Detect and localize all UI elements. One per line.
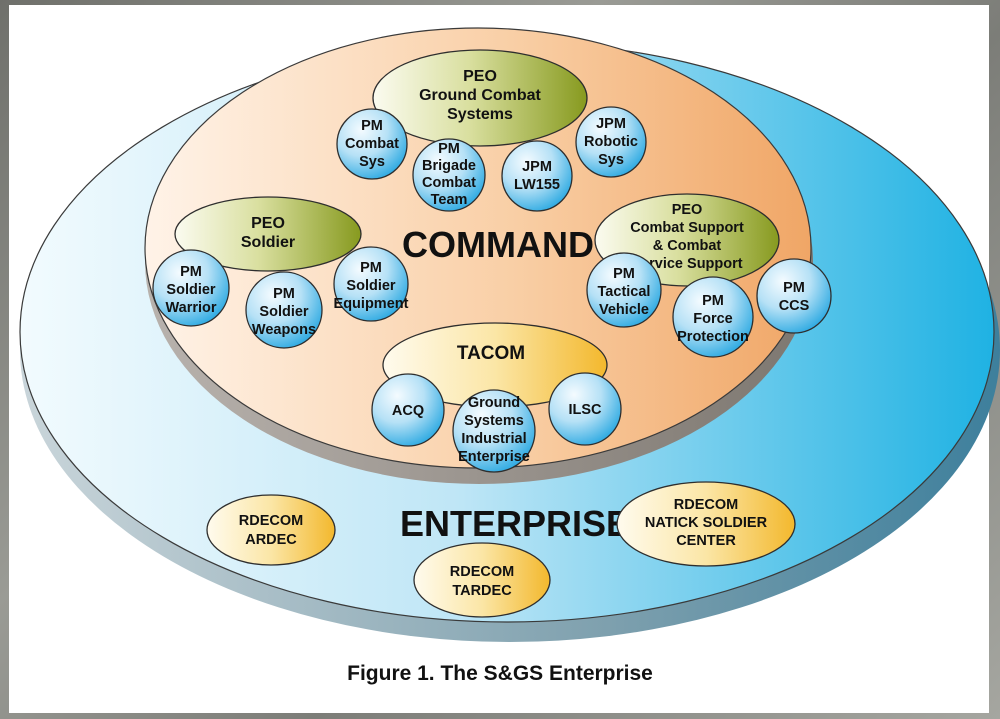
pm-bct-label-4: Team [431, 192, 468, 208]
rdecom-tardec-ellipse [413, 542, 551, 618]
pm-bct-label-1: PM [438, 141, 460, 157]
pm-se-label-3: Equipment [334, 296, 409, 312]
acq-circle [371, 373, 445, 447]
pm-fp-label-3: Protection [677, 329, 749, 345]
rdecom-ardec-label-1: RDECOM [239, 513, 303, 529]
peo-ground-combat-systems-ellipse [372, 49, 588, 147]
jpm-lw155-circle [501, 140, 573, 212]
rdecom-group: RDECOM ARDEC RDECOM TARDEC RDECOM NATICK… [206, 481, 796, 618]
pm-swp-label-1: PM [273, 286, 295, 302]
pm-ccs-circle [756, 258, 832, 334]
pm-tv-label-1: PM [613, 266, 635, 282]
pm-bct-label-2: Brigade [422, 158, 476, 174]
figure-caption: Figure 1. The S&GS Enterprise [347, 662, 653, 685]
command-label: COMMAND [402, 224, 594, 265]
peo-ground-combat-systems-group: PEO Ground Combat Systems PM Combat Sys … [336, 49, 647, 212]
gsie-label-1: Ground [468, 395, 520, 411]
jpm-lw155-label-1: JPM [522, 159, 552, 175]
pm-tv-label-2: Tactical [598, 284, 651, 300]
gsie-label-3: Industrial [461, 431, 526, 447]
peo-cscss-label-1: PEO [672, 202, 703, 218]
peo-soldier-ellipse [174, 196, 362, 272]
ground-systems-industrial-enterprise-circle [452, 389, 536, 473]
pm-tactical-vehicle-circle [586, 252, 662, 328]
pm-ccs-label-1: PM [783, 280, 805, 296]
pm-bct-label-3: Combat [422, 175, 476, 191]
enterprise-label: ENTERPRISE [400, 503, 630, 544]
peo-gcs-label-2: Ground Combat [419, 87, 541, 104]
peo-soldier-group: PEO Soldier PM Soldier Warrior PM Soldie… [152, 196, 409, 349]
tacom-label: TACOM [457, 343, 525, 364]
pm-soldier-equipment-circle [333, 246, 409, 322]
rdecom-natick-ellipse [616, 481, 796, 567]
rdecom-tardec-label-1: RDECOM [450, 564, 514, 580]
jpm-robotic-sys-circle [575, 106, 647, 178]
ilsc-circle [548, 372, 622, 446]
pm-se-label-2: Soldier [346, 278, 396, 294]
jpm-robotic-label-2: Robotic [584, 134, 638, 150]
rdecom-tardec-label-2: TARDEC [452, 583, 512, 599]
gsie-label-4: Enterprise [458, 449, 530, 465]
pm-force-protection-circle [672, 276, 754, 358]
jpm-robotic-label-3: Sys [598, 152, 624, 168]
rdecom-natick-label-3: CENTER [676, 533, 736, 549]
pm-sw-label-2: Soldier [166, 282, 216, 298]
pm-combat-sys-label-2: Combat [345, 136, 399, 152]
pm-fp-label-1: PM [702, 293, 724, 309]
pm-soldier-warrior-circle [152, 249, 230, 327]
pm-tv-label-3: Vehicle [599, 302, 649, 318]
jpm-lw155-label-2: LW155 [514, 177, 560, 193]
pm-fp-label-2: Force [693, 311, 733, 327]
tacom-group: TACOM ACQ Ground Systems Industrial Ente… [371, 322, 622, 473]
pm-combat-sys-circle [336, 108, 408, 180]
pm-sw-label-1: PM [180, 264, 202, 280]
pm-sw-label-3: Warrior [165, 300, 216, 316]
gsie-label-2: Systems [464, 413, 524, 429]
pm-ccs-label-2: CCS [779, 298, 810, 314]
peo-soldier-label-2: Soldier [241, 234, 295, 251]
peo-gcs-label-1: PEO [463, 68, 497, 85]
peo-cscss-label-3: & Combat [653, 238, 722, 254]
jpm-robotic-label-1: JPM [596, 116, 626, 132]
pm-combat-sys-label-3: Sys [359, 154, 385, 170]
pm-se-label-1: PM [360, 260, 382, 276]
peo-cscss-group: PEO Combat Support & Combat Service Supp… [586, 193, 832, 358]
pm-soldier-weapons-circle [245, 271, 323, 349]
pm-swp-label-2: Soldier [259, 304, 309, 320]
peo-cscss-label-4: Service Support [631, 256, 742, 272]
peo-soldier-label-1: PEO [251, 215, 285, 232]
pm-combat-sys-label-1: PM [361, 118, 383, 134]
peo-gcs-label-3: Systems [447, 106, 513, 123]
peo-cscss-label-2: Combat Support [630, 220, 744, 236]
rdecom-ardec-label-2: ARDEC [245, 532, 297, 548]
rdecom-natick-label-1: RDECOM [674, 497, 738, 513]
rdecom-natick-label-2: NATICK SOLDIER [645, 515, 768, 531]
pm-brigade-combat-team-circle [412, 138, 486, 212]
rdecom-ardec-ellipse [206, 494, 336, 566]
acq-label: ACQ [392, 403, 424, 419]
ilsc-label: ILSC [568, 402, 602, 418]
pm-swp-label-3: Weapons [252, 322, 316, 338]
